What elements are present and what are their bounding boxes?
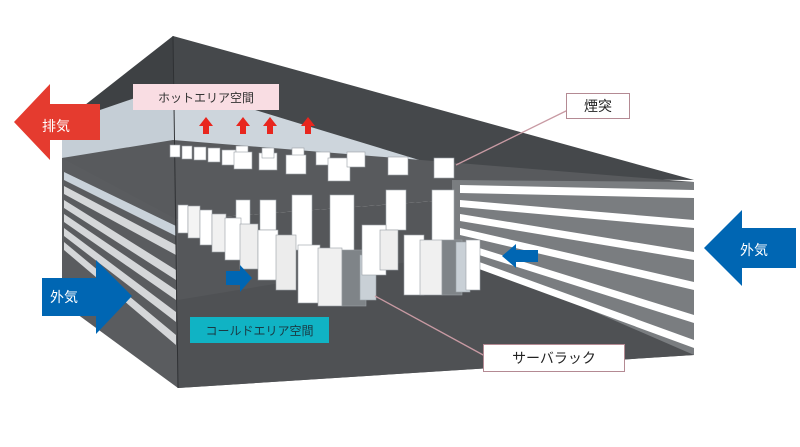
hot-area-label: ホットエリア空間: [133, 84, 279, 110]
chimney: [346, 151, 366, 168]
inflow-arrow-left-icon: [502, 244, 538, 268]
server-rack: [317, 247, 343, 307]
chimney: [387, 156, 409, 176]
server-rack: [257, 229, 279, 281]
rack-leader-line: [374, 295, 486, 357]
chimney-column: [431, 189, 455, 246]
inflow-arrow-right-icon: [226, 265, 252, 292]
server-rack: [177, 204, 189, 234]
server-rack: [379, 229, 399, 271]
chimney: [261, 147, 275, 159]
server-rack: [187, 205, 201, 239]
server-rack: [211, 213, 227, 253]
up-arrow-icon: [236, 117, 250, 134]
server-rack: [419, 239, 443, 296]
server-rack: [239, 223, 259, 270]
up-arrow-icon: [263, 117, 277, 134]
chimney: [433, 157, 455, 179]
chimney: [207, 147, 221, 163]
exhaust-arrow-icon: [14, 84, 100, 160]
chimney-column: [259, 199, 277, 231]
outside-air-left-arrow-icon: [42, 260, 132, 334]
server-rack: [199, 209, 213, 246]
server-rack: [275, 234, 297, 291]
server-racks: [177, 204, 481, 307]
chimney-leader-line: [455, 109, 569, 166]
right-louver: [460, 214, 694, 260]
right-louver: [460, 228, 694, 290]
chimney-columns: [235, 189, 455, 276]
up-arrow-icon: [301, 117, 315, 134]
left-louver: [64, 186, 176, 255]
left-louver: [64, 200, 176, 280]
roof: [173, 36, 694, 180]
outside-air-right-text: 外気: [740, 243, 768, 259]
right-louver: [460, 185, 694, 198]
chimney: [169, 144, 181, 158]
right-louvers: [460, 185, 694, 348]
chimneys: [169, 144, 455, 182]
exhaust-text: 排気: [42, 119, 70, 135]
server-rack: [224, 217, 242, 261]
chimney: [327, 157, 351, 182]
chimney: [181, 145, 193, 160]
cold-area-label: コールドエリア空間: [190, 317, 329, 343]
chimney-column: [385, 189, 407, 231]
left-louver: [64, 172, 176, 236]
server-rack: [465, 239, 481, 291]
server-rack-label: サーバラック: [483, 344, 625, 372]
outside-air-left-text: 外気: [50, 290, 78, 306]
up-arrow-icon: [199, 117, 213, 134]
left-louver: [64, 228, 176, 322]
chimney: [193, 146, 207, 161]
hot-air-up-arrows: [199, 117, 315, 134]
right-louver: [460, 255, 694, 348]
left-louver: [64, 214, 176, 300]
chimney-label: 煙突: [566, 93, 630, 119]
right-louver: [460, 242, 694, 323]
chimney: [285, 154, 307, 175]
right-louver: [460, 200, 694, 228]
chimney: [233, 151, 253, 170]
server-rack: [297, 244, 321, 304]
outside-air-right-arrow-icon: [704, 210, 796, 286]
